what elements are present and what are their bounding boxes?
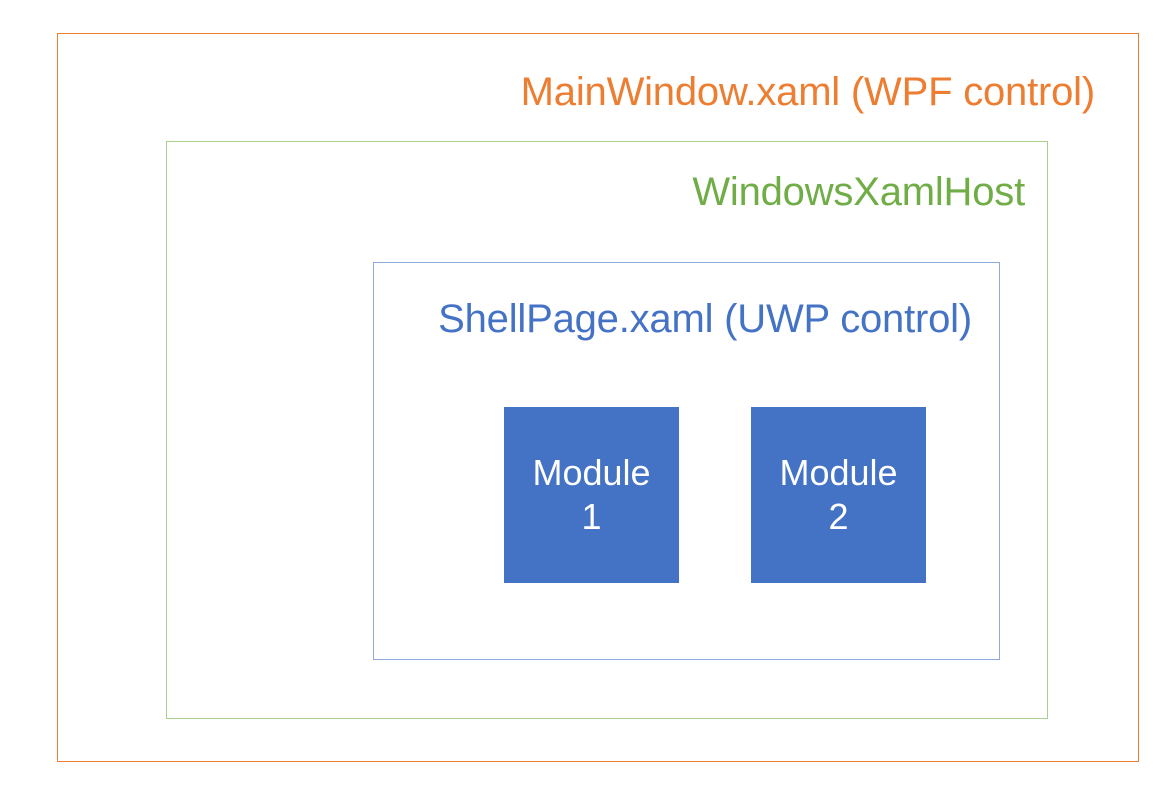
module-2-name: Module <box>779 452 898 494</box>
windowsxamlhost-label: WindowsXamlHost <box>692 170 1025 214</box>
mainwindow-wpf-label: MainWindow.xaml (WPF control) <box>520 70 1096 114</box>
module-1-box: Module 1 <box>504 407 679 583</box>
shellpage-uwp-label: ShellPage.xaml (UWP control) <box>438 297 972 341</box>
mainwindow-wpf-box: MainWindow.xaml (WPF control) WindowsXam… <box>57 33 1139 762</box>
shellpage-uwp-box: ShellPage.xaml (UWP control) Module 1 Mo… <box>373 262 1000 660</box>
module-2-label: Module 2 <box>751 451 926 539</box>
module-2-box: Module 2 <box>751 407 926 583</box>
module-2-number: 2 <box>828 496 849 537</box>
module-1-number: 1 <box>581 496 602 537</box>
windowsxamlhost-box: WindowsXamlHost ShellPage.xaml (UWP cont… <box>166 141 1048 719</box>
module-1-label: Module 1 <box>504 451 679 539</box>
module-1-name: Module <box>532 452 651 494</box>
